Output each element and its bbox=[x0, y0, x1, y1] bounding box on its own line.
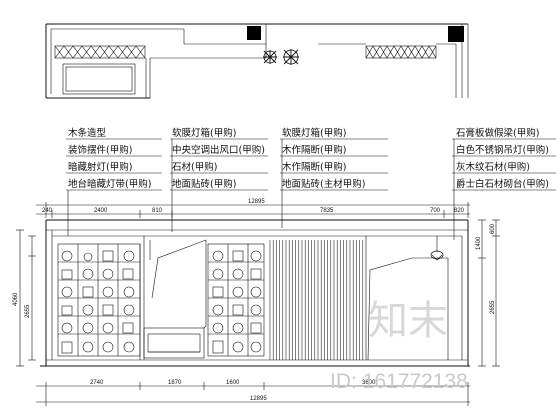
stone-panel bbox=[151, 239, 207, 329]
dimension-value: 4060 bbox=[13, 292, 19, 306]
annotation-label: 爵士白石材砌台(甲购) bbox=[456, 178, 549, 190]
dimension-total: 12895 bbox=[250, 396, 267, 402]
annotation-label: 中央空调出风口(甲购) bbox=[172, 144, 265, 156]
annotation-label: 地台暗藏灯带(甲购) bbox=[68, 178, 151, 190]
annotation-label: 石材(甲购) bbox=[172, 161, 217, 173]
dimension-value: 3600 bbox=[362, 380, 376, 386]
shelf-decor bbox=[212, 250, 262, 354]
watermark-brand: 知末 bbox=[368, 298, 448, 344]
dimension-value: 2655 bbox=[25, 304, 31, 318]
annotation-label: 白色不锈钢吊灯(甲购) bbox=[456, 144, 549, 156]
annotation-label: 暗藏射灯(甲购) bbox=[68, 161, 132, 173]
plant-icon bbox=[283, 49, 299, 65]
dimension-value: 1870 bbox=[168, 380, 182, 386]
annotation-label: 灰木纹石材(甲购) bbox=[456, 161, 530, 173]
annotation-label: 地面贴砖(甲购) bbox=[172, 178, 236, 190]
stone-panel-right bbox=[367, 257, 449, 361]
dimension-value: 7835 bbox=[320, 208, 334, 214]
dimension-value: 2400 bbox=[94, 208, 108, 214]
annotation-label: 石膏板做假梁(甲购) bbox=[456, 127, 539, 139]
dimension-value: 1600 bbox=[226, 380, 240, 386]
annotation-label: 木条造型 bbox=[68, 127, 107, 139]
dimension-value: 810 bbox=[152, 208, 163, 214]
plant-icon bbox=[263, 50, 277, 64]
watermark-id: ID: 161772138 bbox=[330, 370, 468, 393]
annotation-label: 木作隔断(甲购) bbox=[282, 161, 346, 173]
dimension-value: 2740 bbox=[90, 380, 104, 386]
dimension-value: 240 bbox=[42, 208, 53, 214]
annotations: 木条造型 装饰摆件(甲购) 暗藏射灯(甲购) 地台暗藏灯带(甲购) 软膜灯箱(甲… bbox=[66, 127, 556, 240]
dimension-value: 700 bbox=[430, 208, 441, 214]
left-dimensions: 4060 2655 bbox=[13, 229, 36, 367]
annotation-label: 地面贴砖(主材甲购) bbox=[282, 178, 365, 190]
dimension-value: 600 bbox=[490, 223, 496, 234]
elevation bbox=[40, 219, 470, 367]
dimension-value: 820 bbox=[454, 208, 465, 214]
annotation-label: 装饰摆件(甲购) bbox=[68, 144, 132, 156]
dimension-value: 2655 bbox=[490, 300, 496, 314]
annotation-label: 软膜灯箱(甲购) bbox=[282, 127, 346, 139]
dimension-value: 1400 bbox=[476, 236, 482, 250]
annotation-label: 木作隔断(甲购) bbox=[282, 144, 346, 156]
wood-partition bbox=[269, 240, 364, 360]
watermark: 知末 ID: 161772138 bbox=[330, 298, 468, 393]
right-dimensions: 1400 600 2655 bbox=[476, 219, 500, 367]
pendant-lamp-icon bbox=[430, 236, 444, 261]
top-plan bbox=[45, 23, 469, 99]
dimension-total: 12895 bbox=[248, 199, 265, 205]
bottom-dimensions: 2740 1870 1600 3600 12895 bbox=[36, 380, 470, 406]
sofa bbox=[143, 327, 205, 359]
annotation-label: 软膜灯箱(甲购) bbox=[172, 127, 236, 139]
shelf-decor bbox=[61, 250, 135, 354]
top-dimensions: 12895 240 2400 810 7835 700 820 bbox=[36, 199, 470, 218]
